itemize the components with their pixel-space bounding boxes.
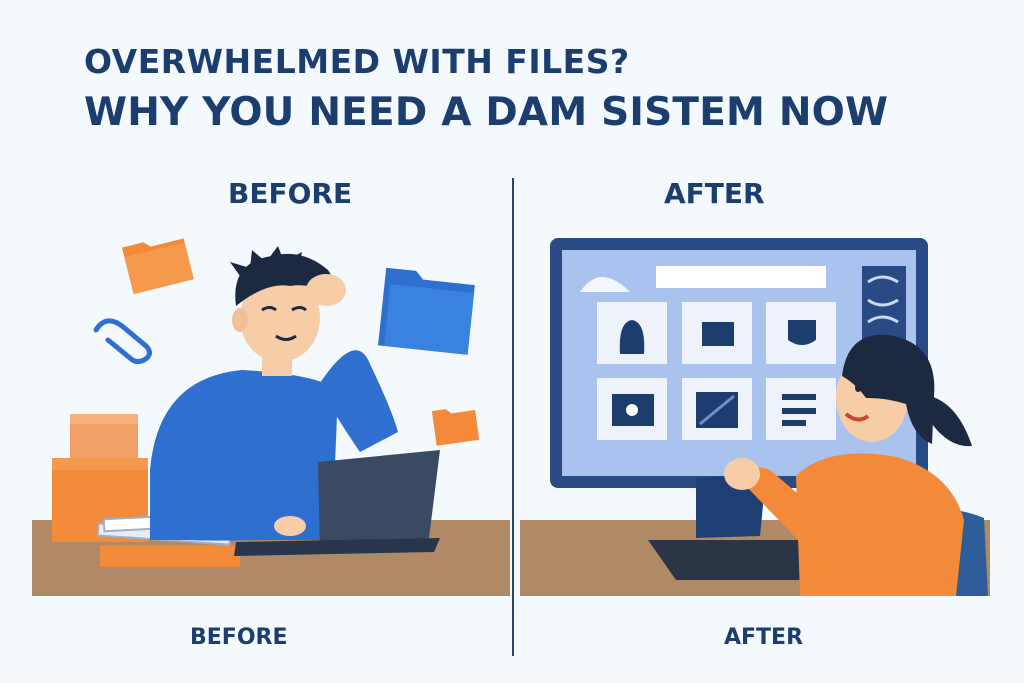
search-bar	[656, 266, 826, 288]
headline-line-2: WHY YOU NEED A DAM SISTEM NOW	[84, 90, 889, 135]
flying-folder-icon	[122, 238, 194, 295]
laptop-icon	[234, 450, 440, 556]
asset-thumbnail-grid	[597, 302, 836, 440]
tablet-icon	[696, 474, 766, 538]
before-scene	[32, 238, 510, 596]
before-label-bottom: BEFORE	[190, 625, 288, 650]
logo-shape	[580, 277, 630, 292]
blue-folder-icon	[378, 267, 475, 355]
headline-line-1: OVERWHELMED WITH FILES?	[84, 42, 630, 81]
after-scene	[520, 238, 990, 596]
after-label-bottom: AFTER	[724, 625, 804, 650]
panel-divider	[512, 178, 514, 656]
stressed-man	[150, 246, 398, 541]
after-label-top: AFTER	[664, 177, 765, 210]
keyboard-icon	[648, 540, 844, 580]
small-folder-icon	[431, 409, 480, 446]
before-label-top: BEFORE	[228, 177, 353, 210]
happy-woman	[724, 334, 972, 596]
paperclip-icon	[93, 318, 152, 365]
